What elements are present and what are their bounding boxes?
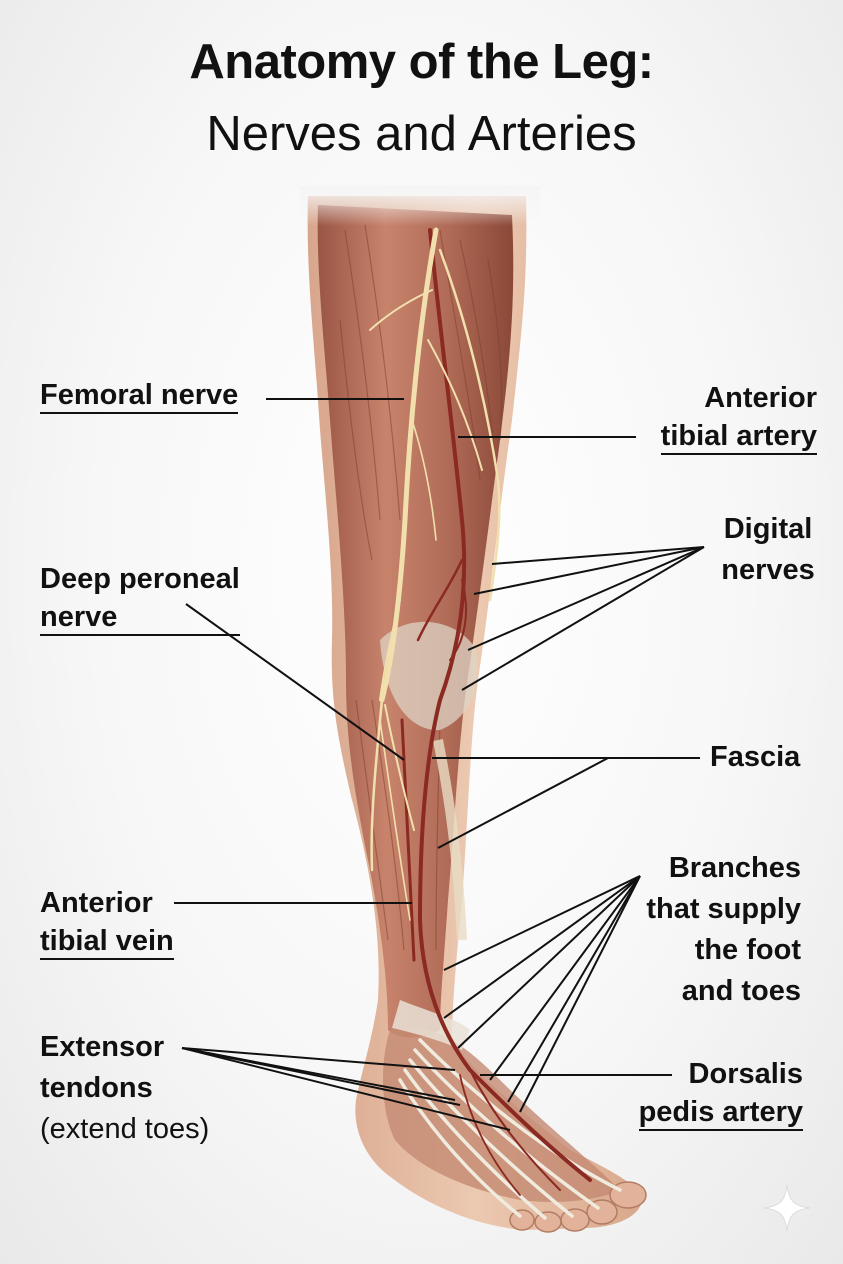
leader-lines [174,398,705,1131]
label-deep-peroneal-nerve: Deep peroneal nerve [40,559,240,636]
digital-nerves-leader-2 [473,546,705,595]
label-fascia: Fascia [710,741,801,773]
deep-peroneal-nerve-leader [185,603,405,761]
nerves [369,227,501,921]
digital-nerves-leader-4 [461,546,705,691]
digital-nerves-leader-3 [467,546,705,651]
branches-leader-3 [457,875,641,1049]
extensor-tendons [398,1038,622,1220]
branches-leader-2 [443,875,641,1019]
label-dorsalis-pedis-artery: Dorsalis pedis artery [638,1054,803,1131]
extensor-tendons-leader-1 [181,1047,456,1071]
extensor-tendons-leader-4 [181,1047,511,1131]
fascia-band [433,739,467,941]
leg-muscle [317,205,514,1038]
label-femoral-nerve: Femoral nerve [40,378,239,414]
fascia-leader-2 [437,757,609,849]
label-branches: Branches that supply the foot and toes [646,852,801,1007]
label-anterior-tibial-vein: Anterior tibial vein [40,883,174,960]
branches-leader-5 [507,875,641,1103]
title-line-2: Nerves and Arteries [206,107,637,161]
title-line-1: Anatomy of the Leg: [189,35,654,89]
label-digital-nerves: Digital nerves [721,513,815,586]
extensor-tendons-leader-3 [181,1047,461,1106]
branches-leader-6 [519,875,641,1113]
branches-leader-1 [443,875,641,971]
sparkle-icon [763,1184,811,1232]
branches-leader-4 [489,875,641,1081]
arteries [400,228,592,1196]
label-anterior-tibial-artery: Anterior tibial artery [660,378,817,455]
digital-nerves-leader-1 [491,546,705,565]
label-extensor-tendons: Extensor tendons (extend toes) [40,1031,210,1145]
